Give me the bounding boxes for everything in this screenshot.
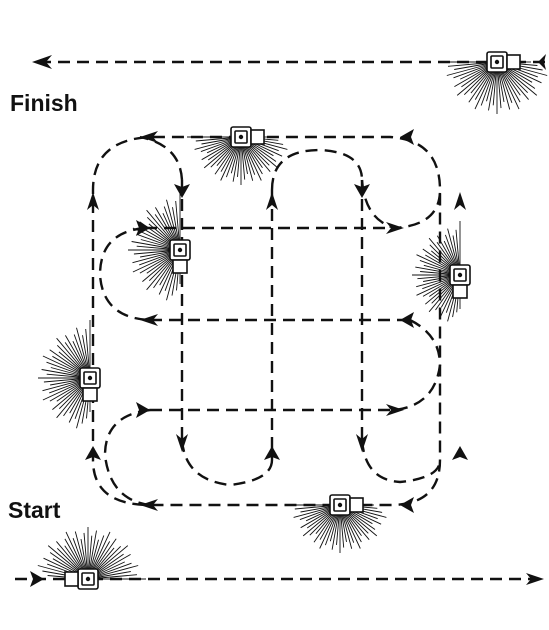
open-arrow-icon [266,192,278,210]
hose-coupling [453,285,467,298]
sprinkler-nozzle [495,60,499,64]
loop-right-middle [395,320,440,410]
start-label: Start [8,497,61,523]
finish-label: Finish [10,90,78,116]
loop-bottom-right [362,440,440,482]
open-arrow-icon [386,222,404,234]
hose-coupling [83,388,97,401]
hose-coupling [350,498,363,512]
loop-top-middle [272,150,362,190]
sprinkler-nozzle [338,503,342,507]
fletched-arrow-icon [136,402,150,418]
fletched-arrow-icon [452,446,468,460]
fletched-arrow-icon [400,129,414,145]
sprinkler-icon [439,52,547,114]
hose-coupling [507,55,520,69]
sprinkler-nozzle [178,248,182,252]
open-arrow-icon [454,192,466,210]
sprinkler-nozzle [239,135,243,139]
fletched-arrow-icon [400,497,414,513]
sprinkler-icon [38,320,100,428]
loop-left-lower [105,410,150,505]
sprinkler-icon [187,127,287,185]
loop-top-right [362,180,440,228]
sprinkler-nozzle [458,273,462,277]
loop-top-left [140,137,182,180]
sprinkler-icon [128,192,190,300]
fletched-arrow-icon [30,571,44,587]
hose-coupling [65,572,78,586]
loop-left-upper [100,228,150,320]
sprinkler-icon [286,495,386,553]
sprinkler-nozzle [86,577,90,581]
hose-coupling [173,260,187,273]
loop-bottom-left [182,440,272,485]
sprinkler-nozzle [88,376,92,380]
hose-paths [15,62,545,579]
hose-coupling [251,130,264,144]
